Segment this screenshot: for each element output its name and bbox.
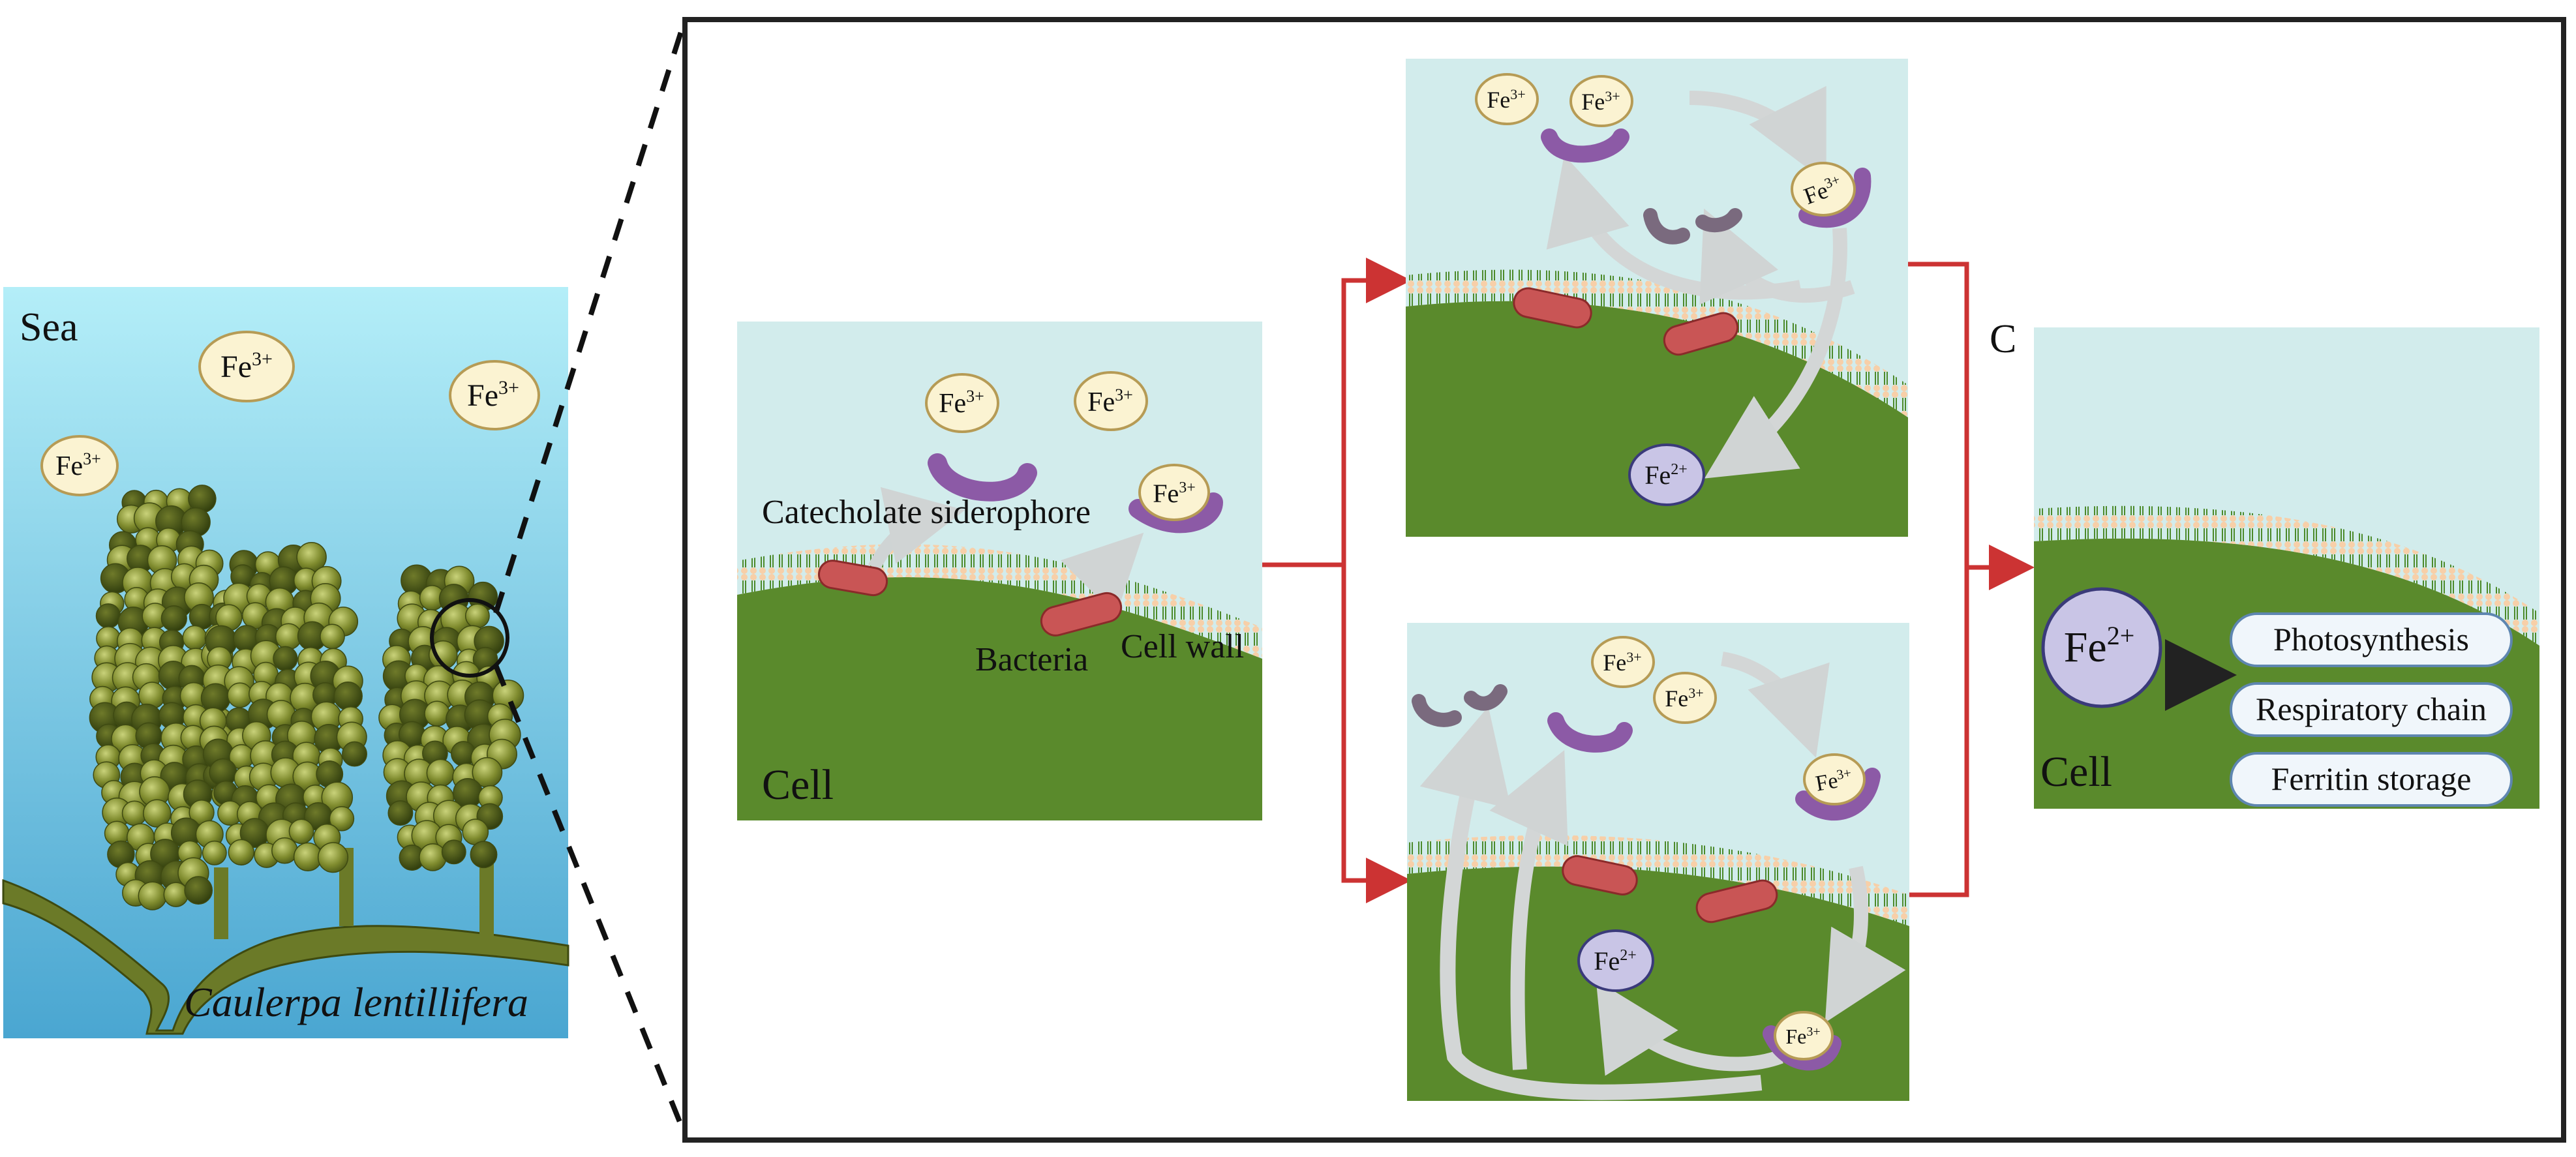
siderophore	[1412, 694, 1462, 727]
berry	[138, 881, 167, 910]
fe3-ion: Fe3+	[1074, 371, 1148, 431]
fe3-ion: Fe3+	[925, 373, 999, 433]
sea-label: Sea	[20, 305, 78, 350]
bacterium	[1040, 592, 1123, 637]
svg-text:Photosynthesis: Photosynthesis	[2273, 621, 2469, 657]
zoom-line	[493, 664, 688, 1136]
use-pill: Photosynthesis	[2230, 612, 2513, 667]
berry	[426, 759, 455, 787]
fe3-ion: Fe3+	[1791, 162, 1856, 217]
siderophore	[928, 453, 1037, 502]
siderophore-label: Catecholate siderophore	[762, 494, 1091, 531]
seaweed-stolon	[2, 879, 569, 1035]
berry	[160, 605, 187, 632]
fe3-ion: Fe3+	[1803, 753, 1866, 805]
siderophore	[1795, 768, 1881, 821]
seaweed-berries	[89, 485, 524, 910]
bacterium	[1513, 287, 1592, 329]
berry	[288, 819, 314, 845]
fe3-ion: Fe3+	[198, 331, 295, 402]
zoom-line	[493, 18, 688, 614]
panel-b-bottom: Fe3+ Fe3+ Fe3+ Fe3+ Fe2+	[1407, 623, 1909, 1101]
siderophore	[1798, 168, 1871, 228]
berry	[387, 800, 414, 826]
use-pill: Respiratory chain	[2230, 682, 2513, 737]
fe3-ion: Fe3+	[1569, 75, 1633, 127]
seaweed-stalk	[479, 854, 494, 939]
berry	[419, 843, 447, 871]
bacterium	[1695, 879, 1778, 924]
svg-text:Respiratory chain: Respiratory chain	[2256, 691, 2487, 727]
fe3-ion: Fe3+	[1591, 636, 1655, 688]
berry	[184, 876, 213, 905]
sea-surface	[3, 280, 568, 287]
bacterium	[817, 560, 888, 597]
berry	[273, 646, 298, 671]
sea-panel: Sea Fe3+ Fe3+ Fe3+ Caulerpa lentillifera	[2, 280, 569, 1038]
connector	[1341, 565, 1412, 903]
connector	[1908, 262, 1969, 897]
berry	[317, 842, 349, 873]
svg-text:Ferritin storage: Ferritin storage	[2271, 760, 2472, 797]
panel-c-letter: C	[1990, 317, 2016, 361]
berry	[202, 840, 227, 865]
berry	[163, 882, 189, 907]
detail-frame	[682, 17, 2566, 1143]
fe2-ion: Fe2+	[1577, 929, 1654, 992]
berry	[227, 682, 253, 708]
berry	[464, 603, 490, 629]
cell-membrane	[2034, 505, 2539, 646]
berry	[470, 841, 498, 869]
berry	[329, 806, 355, 832]
siderophore	[1547, 712, 1633, 753]
panel-a: Fe3+ Fe3+ Fe3+ Catecholate siderophore B…	[737, 322, 1262, 820]
fe3-ion: Fe3+	[1774, 1011, 1834, 1060]
fe3-ion: Fe3+	[40, 435, 119, 496]
berry	[266, 700, 296, 729]
berry	[271, 837, 298, 864]
panel-b-top: Fe3+ Fe3+ Fe3+ Fe2+	[1406, 59, 1908, 537]
fe2-ion: Fe2+	[1628, 443, 1705, 506]
seaweed-stalk	[214, 867, 228, 939]
berry	[228, 839, 254, 865]
fe2-ion: Fe2+	[2041, 587, 2162, 708]
berry	[342, 741, 367, 767]
fe3-ion: Fe3+	[449, 360, 540, 430]
species-label: Caulerpa lentillifera	[184, 979, 528, 1025]
cell-label: Cell	[2040, 748, 2112, 796]
use-pill: Ferritin storage	[2230, 752, 2513, 807]
zoom-circle	[430, 598, 509, 678]
siderophore	[1541, 128, 1629, 163]
bacterium	[1562, 855, 1638, 895]
fe3-ion: Fe3+	[1653, 672, 1717, 724]
berry	[182, 625, 207, 650]
siderophore	[1464, 684, 1508, 711]
berry	[424, 700, 450, 727]
bacteria-label: Bacteria	[975, 641, 1088, 678]
berry	[143, 799, 172, 828]
berry	[333, 682, 363, 711]
cell-membrane	[1406, 269, 1908, 417]
berry	[441, 839, 466, 865]
siderophore	[1695, 208, 1742, 233]
connector	[1262, 258, 1412, 567]
berry	[320, 624, 345, 650]
siderophore	[1643, 208, 1690, 245]
cell-label: Cell	[762, 761, 834, 809]
berry	[95, 603, 121, 629]
panel-c: Fe2+ Photosynthesis Respiratory chain Fe…	[2034, 327, 2539, 809]
siderophore	[1129, 492, 1223, 533]
fe3-ion: Fe3+	[1475, 73, 1539, 125]
cell-wall-label: Cell wall	[1121, 628, 1244, 665]
fe3-ion: Fe3+	[1138, 464, 1210, 521]
bacterium	[1663, 312, 1739, 356]
